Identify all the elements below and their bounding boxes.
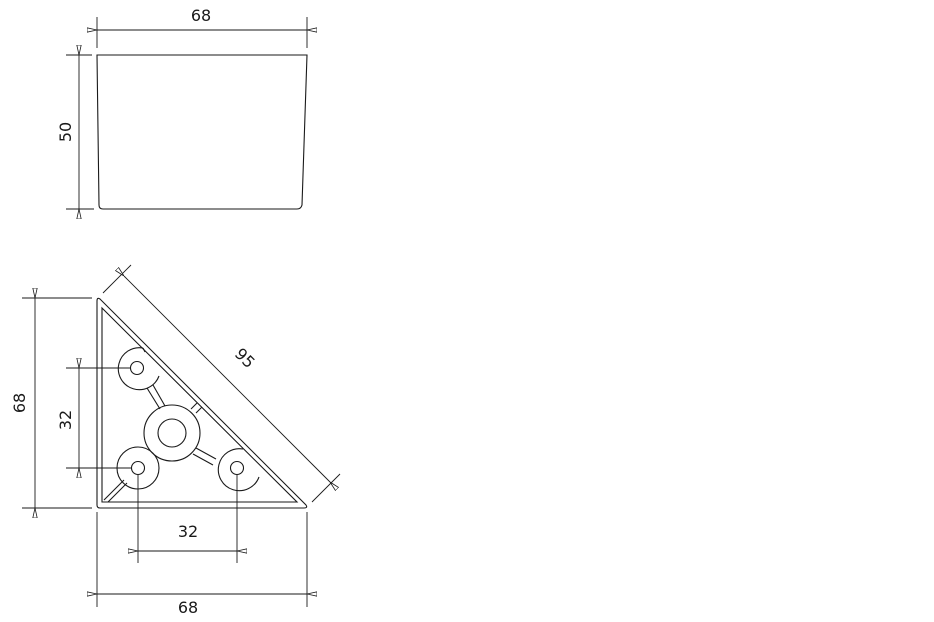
top-view: 68 32 95 32 68	[10, 264, 341, 617]
top-height-dimension: 68	[10, 298, 92, 508]
hole-spacing-horizontal-label: 32	[178, 522, 198, 541]
top-height-label: 68	[10, 393, 29, 413]
top-width-dimension: 68	[97, 512, 307, 617]
top-width-label: 68	[178, 598, 198, 617]
triangle-outer-outline	[96, 297, 308, 509]
triangle-inner-outline	[101, 306, 299, 503]
side-height-label: 50	[56, 122, 75, 142]
side-height-dimension: 50	[56, 55, 94, 209]
center-boss	[143, 404, 201, 462]
mounting-hole-bottom-right	[217, 448, 260, 492]
hole-spacing-horizontal-dimension: 32	[138, 475, 237, 563]
hypotenuse-dimension: 95	[102, 264, 341, 503]
mounting-hole-top	[117, 347, 160, 391]
side-width-dimension: 68	[97, 6, 307, 48]
side-view: 68 50	[56, 6, 307, 209]
hypotenuse-label: 95	[231, 344, 259, 372]
hole-spacing-vertical-dimension: 32	[56, 368, 132, 468]
side-width-label: 68	[191, 6, 211, 25]
hole-spacing-vertical-label: 32	[56, 410, 75, 430]
side-view-outline	[96, 54, 308, 210]
